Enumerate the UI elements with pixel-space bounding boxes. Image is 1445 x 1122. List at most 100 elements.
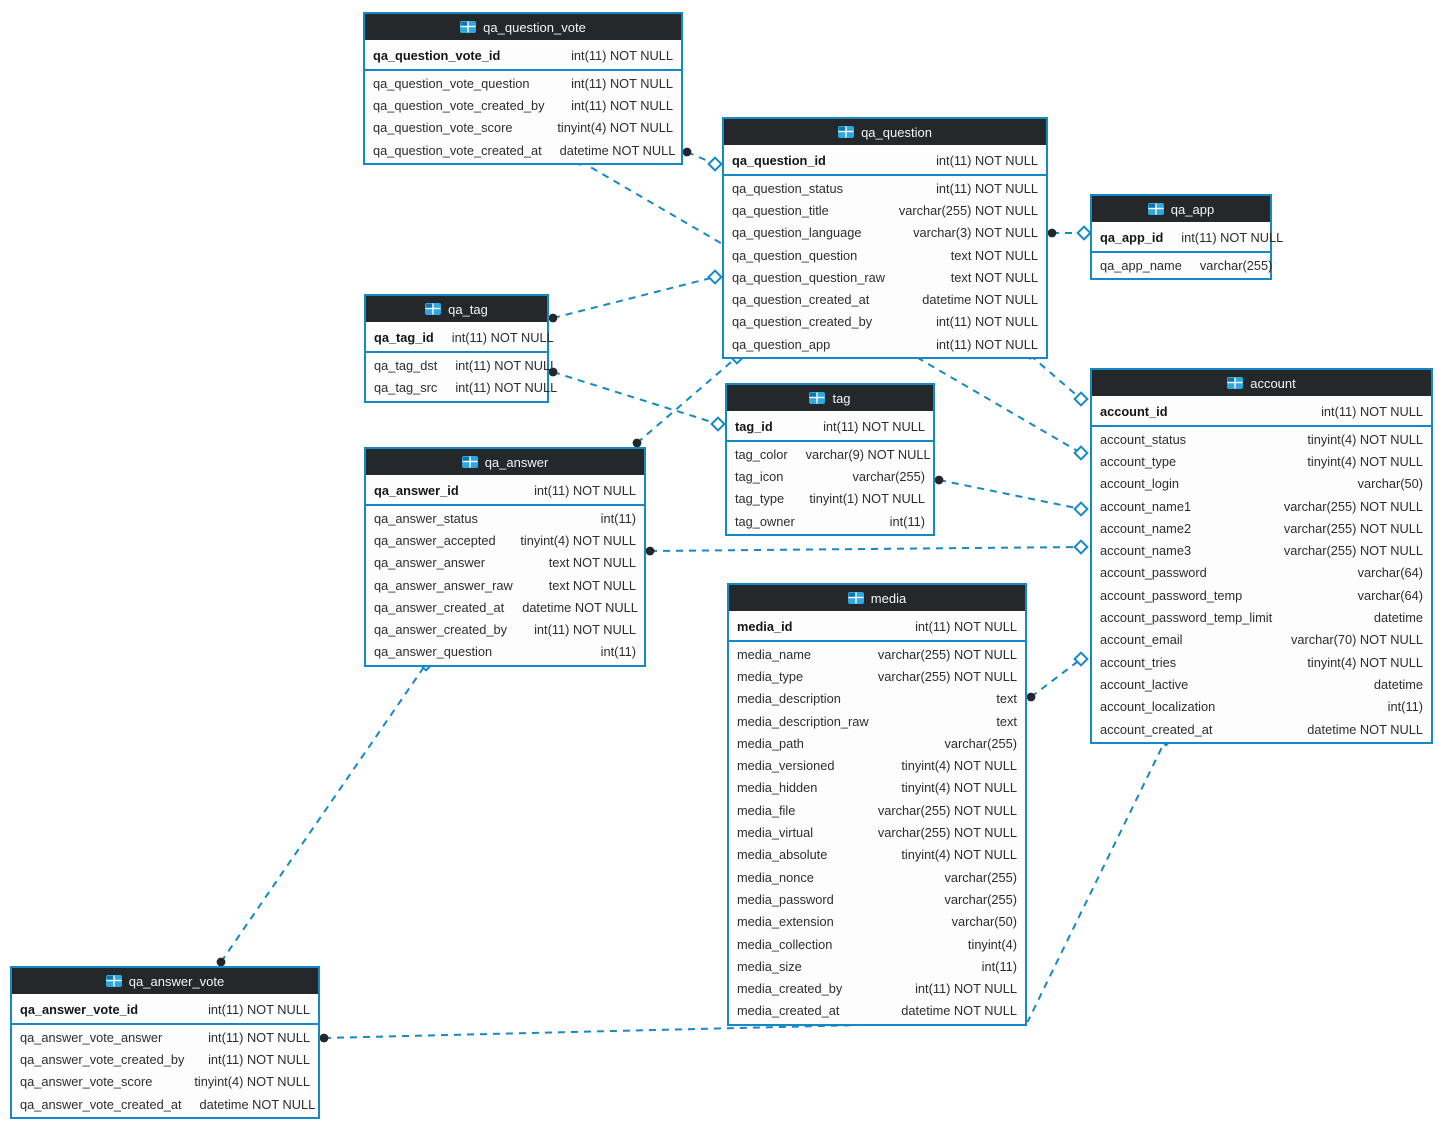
table-row[interactable]: qa_question_language varchar(3) NOT NULL xyxy=(724,222,1046,244)
table-row[interactable]: media_path varchar(255) xyxy=(729,732,1025,754)
table-row[interactable]: qa_question_vote_question int(11) NOT NU… xyxy=(365,72,681,94)
table-row[interactable]: account_email varchar(70) NOT NULL xyxy=(1092,629,1431,651)
table-row[interactable]: qa_question_vote_score tinyint(4) NOT NU… xyxy=(365,117,681,139)
table-row[interactable]: qa_question_vote_created_by int(11) NOT … xyxy=(365,94,681,116)
table-header[interactable]: qa_answer xyxy=(366,449,644,477)
table-row[interactable]: qa_answer_vote_answer int(11) NOT NULL xyxy=(12,1026,318,1048)
table-media[interactable]: media media_id int(11) NOT NULL media_na… xyxy=(727,583,1027,1027)
table-row[interactable]: qa_question_id int(11) NOT NULL xyxy=(724,148,1046,173)
table-row[interactable]: qa_question_created_by int(11) NOT NULL xyxy=(724,311,1046,333)
table-row[interactable]: media_description_raw text xyxy=(729,710,1025,732)
table-row[interactable]: account_name3 varchar(255) NOT NULL xyxy=(1092,539,1431,561)
table-header[interactable]: tag xyxy=(727,385,933,413)
table-header[interactable]: media xyxy=(729,585,1025,613)
table-header[interactable]: qa_app xyxy=(1092,196,1270,224)
table-row[interactable]: qa_question_created_at datetime NOT NULL xyxy=(724,288,1046,310)
relationship-line[interactable] xyxy=(1029,354,1082,400)
relationship-line[interactable] xyxy=(938,479,1082,510)
table-row[interactable]: qa_tag_src int(11) NOT NULL xyxy=(366,376,557,398)
table-tag[interactable]: tag tag_id int(11) NOT NULL tag_color va… xyxy=(725,383,935,537)
table-row[interactable]: media_nonce varchar(255) xyxy=(729,866,1025,888)
table-qa_question[interactable]: qa_question qa_question_id int(11) NOT N… xyxy=(722,117,1048,360)
table-row[interactable]: qa_question_vote_created_at datetime NOT… xyxy=(365,139,681,161)
table-row[interactable]: media_hidden tinyint(4) NOT NULL xyxy=(729,777,1025,799)
table-row[interactable]: qa_question_vote_id int(11) NOT NULL xyxy=(365,43,681,68)
table-row[interactable]: account_password_temp_limit datetime xyxy=(1092,606,1431,628)
table-row[interactable]: qa_answer_vote_id int(11) NOT NULL xyxy=(12,997,318,1022)
relationship-line[interactable] xyxy=(552,276,716,319)
table-row[interactable]: media_versioned tinyint(4) NOT NULL xyxy=(729,754,1025,776)
relationship-line[interactable] xyxy=(1030,658,1082,698)
relationship-qa_tag-to-tag[interactable] xyxy=(548,367,726,432)
table-row[interactable]: qa_answer_created_by int(11) NOT NULL xyxy=(366,618,644,640)
relationship-qa_tag-to-qa_question[interactable] xyxy=(548,269,723,323)
table-row[interactable]: account_name2 varchar(255) NOT NULL xyxy=(1092,517,1431,539)
table-row[interactable]: media_extension varchar(50) xyxy=(729,911,1025,933)
table-qa_app[interactable]: qa_app qa_app_id int(11) NOT NULL qa_app… xyxy=(1090,194,1283,281)
table-header[interactable]: qa_tag xyxy=(366,296,547,324)
relationship-qa_question-to-qa_app[interactable] xyxy=(1047,225,1092,241)
table-qa_tag[interactable]: qa_tag qa_tag_id int(11) NOT NULL qa_tag… xyxy=(364,294,557,403)
table-row[interactable]: media_created_by int(11) NOT NULL xyxy=(729,977,1025,999)
relationship-qa_answer-to-account[interactable] xyxy=(645,539,1089,556)
table-row[interactable]: qa_answer_vote_created_at datetime NOT N… xyxy=(12,1093,318,1115)
table-row[interactable]: media_created_at datetime NOT NULL xyxy=(729,1000,1025,1022)
table-row[interactable]: qa_answer_vote_score tinyint(4) NOT NULL xyxy=(12,1071,318,1093)
table-header[interactable]: qa_question xyxy=(724,119,1046,147)
table-row[interactable]: account_password_temp varchar(64) xyxy=(1092,584,1431,606)
table-row[interactable]: account_lactive datetime xyxy=(1092,673,1431,695)
relationship-line[interactable] xyxy=(686,151,716,165)
table-row[interactable]: account_status tinyint(4) NOT NULL xyxy=(1092,428,1431,450)
table-row[interactable]: account_localization int(11) xyxy=(1092,696,1431,718)
table-row[interactable]: media_file varchar(255) NOT NULL xyxy=(729,799,1025,821)
table-row[interactable]: media_password varchar(255) xyxy=(729,888,1025,910)
table-row[interactable]: account_name1 varchar(255) NOT NULL xyxy=(1092,495,1431,517)
relationship-line[interactable] xyxy=(649,546,1082,552)
table-row[interactable]: qa_question_app int(11) NOT NULL xyxy=(724,333,1046,355)
table-row[interactable]: tag_color varchar(9) NOT NULL xyxy=(727,443,933,465)
table-row[interactable]: tag_type tinyint(1) NOT NULL xyxy=(727,488,933,510)
table-row[interactable]: media_id int(11) NOT NULL xyxy=(729,614,1025,639)
table-qa_answer[interactable]: qa_answer qa_answer_id int(11) NOT NULL … xyxy=(364,447,646,668)
table-qa_answer_vote[interactable]: qa_answer_vote qa_answer_vote_id int(11)… xyxy=(10,966,320,1120)
table-row[interactable]: qa_answer_vote_created_by int(11) NOT NU… xyxy=(12,1048,318,1070)
table-row[interactable]: tag_icon varchar(255) xyxy=(727,465,933,487)
table-row[interactable]: account_created_at datetime NOT NULL xyxy=(1092,718,1431,740)
table-row[interactable]: account_password varchar(64) xyxy=(1092,562,1431,584)
table-qa_question_vote[interactable]: qa_question_vote qa_question_vote_id int… xyxy=(363,12,683,166)
table-row[interactable]: account_type tinyint(4) NOT NULL xyxy=(1092,450,1431,472)
table-row[interactable]: qa_answer_answer text NOT NULL xyxy=(366,552,644,574)
table-row[interactable]: media_description text xyxy=(729,688,1025,710)
table-row[interactable]: qa_question_status int(11) NOT NULL xyxy=(724,177,1046,199)
table-row[interactable]: media_virtual varchar(255) NOT NULL xyxy=(729,821,1025,843)
table-row[interactable]: qa_answer_created_at datetime NOT NULL xyxy=(366,596,644,618)
table-row[interactable]: qa_tag_dst int(11) NOT NULL xyxy=(366,354,557,376)
table-row[interactable]: qa_answer_answer_raw text NOT NULL xyxy=(366,574,644,596)
table-row[interactable]: account_tries tinyint(4) NOT NULL xyxy=(1092,651,1431,673)
table-row[interactable]: qa_app_id int(11) NOT NULL xyxy=(1092,225,1283,250)
table-row[interactable]: qa_answer_accepted tinyint(4) NOT NULL xyxy=(366,529,644,551)
table-header[interactable]: qa_question_vote xyxy=(365,14,681,42)
table-row[interactable]: qa_question_title varchar(255) NOT NULL xyxy=(724,199,1046,221)
relationship-tag-to-account[interactable] xyxy=(934,475,1089,517)
table-row[interactable]: tag_id int(11) NOT NULL xyxy=(727,414,933,439)
table-row[interactable]: qa_answer_id int(11) NOT NULL xyxy=(366,478,644,503)
table-row[interactable]: qa_answer_question int(11) xyxy=(366,641,644,663)
table-row[interactable]: media_type varchar(255) NOT NULL xyxy=(729,665,1025,687)
table-header[interactable]: qa_answer_vote xyxy=(12,968,318,996)
relationship-qa_answer_vote-to-qa_answer[interactable] xyxy=(216,656,434,967)
table-row[interactable]: account_login varchar(50) xyxy=(1092,473,1431,495)
relationship-media-to-account[interactable] xyxy=(1026,651,1089,702)
table-row[interactable]: qa_answer_status int(11) xyxy=(366,507,644,529)
table-header[interactable]: account xyxy=(1092,370,1431,398)
table-row[interactable]: media_name varchar(255) NOT NULL xyxy=(729,643,1025,665)
relationship-line[interactable] xyxy=(323,738,1167,1039)
relationship-line[interactable] xyxy=(220,663,427,963)
table-row[interactable]: media_absolute tinyint(4) NOT NULL xyxy=(729,844,1025,866)
table-row[interactable]: qa_app_name varchar(255) xyxy=(1092,254,1272,276)
relationship-qa_question_vote-to-qa_question[interactable] xyxy=(682,147,723,172)
relationship-line[interactable] xyxy=(552,371,719,425)
table-row[interactable]: tag_owner int(11) xyxy=(727,510,933,532)
table-row[interactable]: qa_question_question text NOT NULL xyxy=(724,244,1046,266)
table-row[interactable]: qa_question_question_raw text NOT NULL xyxy=(724,266,1046,288)
